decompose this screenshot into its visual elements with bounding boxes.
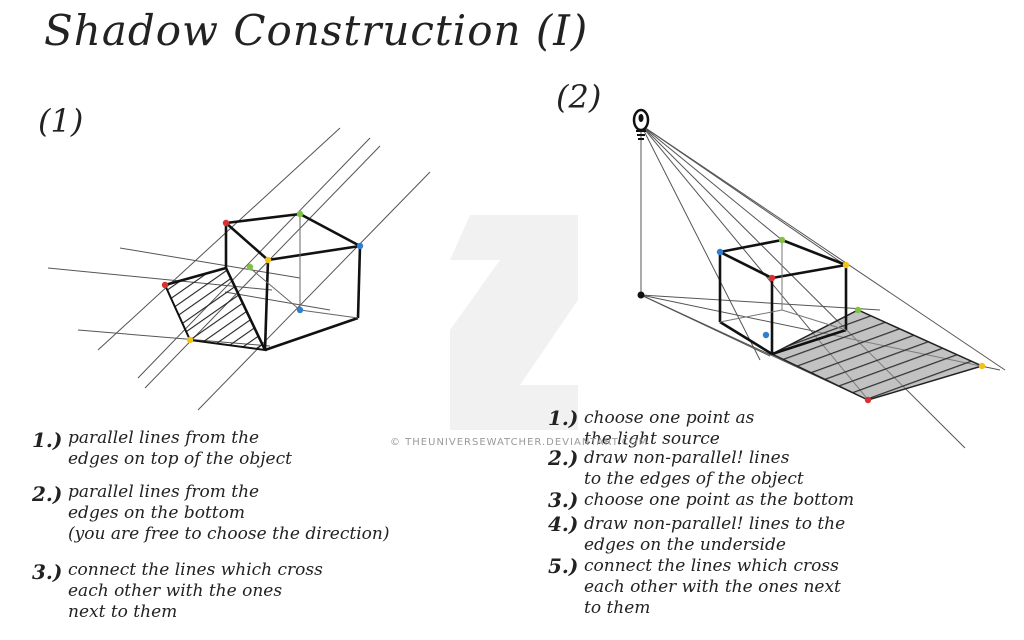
step-number: 3.) — [548, 488, 579, 512]
dot-yellow — [264, 256, 272, 264]
step-text: choose one point as the light source — [584, 408, 755, 449]
dot-green — [778, 236, 786, 244]
step-number: 5.) — [548, 554, 579, 578]
figure-1-drawing — [47, 127, 431, 411]
figure-1-hidden-edges — [249, 214, 359, 319]
figure-2-step-3: 3.) choose one point as the bottom — [548, 490, 878, 512]
figure-1-step-3: 3.) connect the lines which cross each o… — [32, 560, 362, 626]
figure-2-dots — [637, 236, 986, 404]
step-text: draw non-parallel! lines to the edges of… — [584, 448, 804, 489]
step-text: connect the lines which cross each other… — [584, 556, 841, 618]
dot-green — [246, 263, 254, 271]
dot-red — [222, 219, 230, 227]
dot-yellow — [842, 261, 850, 269]
step-number: 4.) — [548, 512, 579, 536]
step-number: 1.) — [32, 428, 63, 452]
step-number: 1.) — [548, 406, 579, 430]
dot-yellow — [186, 336, 194, 344]
dot-blue — [296, 306, 304, 314]
watermark-text: © THEUNIVERSEWATCHER.DEVIANTART.COM — [390, 437, 649, 448]
step-text: draw non-parallel! lines to the edges on… — [584, 514, 846, 555]
figure-2-label: (2) — [556, 78, 602, 116]
step-text: parallel lines from the edges on top of … — [68, 428, 292, 469]
step-text: choose one point as the bottom — [584, 490, 855, 510]
figure-2-step-5: 5.) connect the lines which cross each o… — [548, 556, 898, 620]
step-text: parallel lines from the edges on the bot… — [68, 482, 390, 544]
figure-2-shadow — [770, 309, 985, 401]
figure-2-step-4: 4.) draw non-parallel! lines to the edge… — [548, 514, 878, 556]
figure-1-step-1: 1.) parallel lines from the edges on top… — [32, 428, 362, 474]
light-bulb-icon — [632, 108, 650, 140]
figure-2-step-1: 1.) choose one point as the light source — [548, 408, 868, 450]
step-number: 2.) — [548, 446, 579, 470]
page-title: Shadow Construction (I) — [44, 6, 589, 55]
figure-2-step-2: 2.) draw non-parallel! lines to the edge… — [548, 448, 868, 490]
step-number: 3.) — [32, 560, 63, 584]
watermark-shape — [450, 215, 578, 430]
figure-2-hidden-edges — [719, 240, 847, 331]
dot-green — [854, 306, 862, 314]
step-text: connect the lines which cross each other… — [68, 560, 323, 622]
dot-red — [768, 274, 776, 282]
dot-red — [161, 281, 169, 289]
dot-blue — [356, 242, 364, 250]
figure-1-step-2: 2.) parallel lines from the edges on the… — [32, 482, 389, 548]
dot-green — [296, 210, 304, 218]
dot-yellow — [978, 362, 986, 370]
figure-2-light-rays — [640, 124, 1006, 449]
figure-1-label: (1) — [38, 102, 84, 140]
figure-1-dots — [161, 210, 364, 344]
step-number: 2.) — [32, 482, 63, 506]
dot-blue — [762, 331, 770, 339]
dot-red — [864, 396, 872, 404]
ground-point — [637, 291, 645, 299]
dot-blue — [716, 248, 724, 256]
